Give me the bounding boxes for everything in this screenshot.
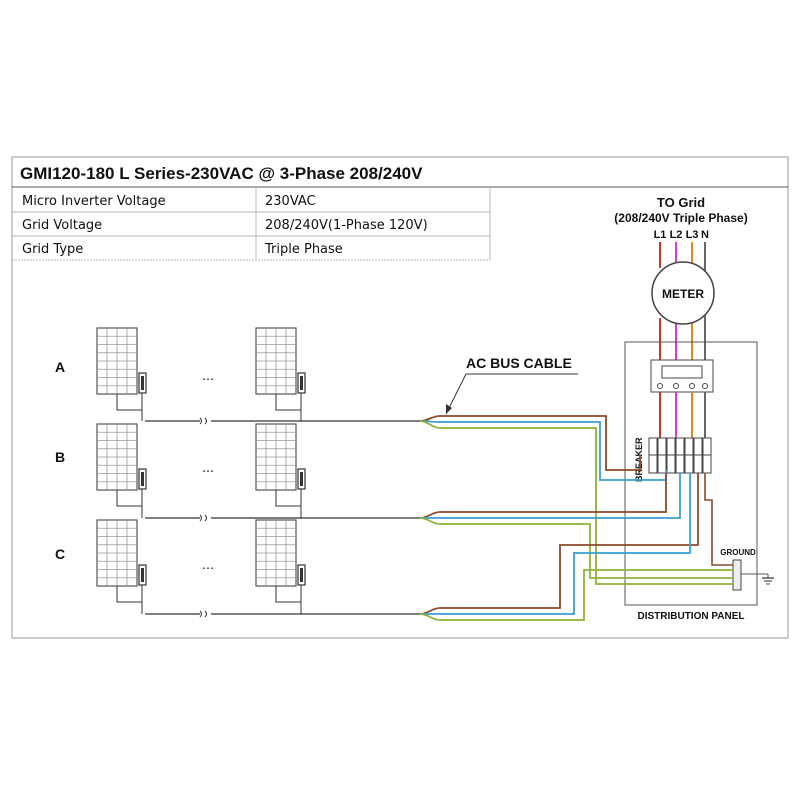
row-label-b: B bbox=[55, 449, 65, 465]
grid-subtitle: (208/240V Triple Phase) bbox=[614, 211, 747, 225]
ac-bus-arrowhead bbox=[446, 404, 452, 414]
ac-wire bbox=[419, 569, 733, 621]
ground-bar bbox=[732, 559, 742, 591]
meter-icon bbox=[651, 261, 715, 325]
row-label-a: A bbox=[55, 359, 65, 375]
grid-title: TO Grid bbox=[657, 195, 705, 210]
solar-panel-icon bbox=[96, 327, 138, 395]
solar-panel-icon bbox=[96, 519, 138, 587]
ac-bus-cable-label: AC BUS CABLE bbox=[466, 355, 572, 371]
solar-panel-icon bbox=[255, 327, 297, 395]
spec-label-grid-type: Grid Type bbox=[22, 242, 83, 257]
solar-panel-icon bbox=[255, 519, 297, 587]
diagram-frame bbox=[11, 156, 789, 639]
cable-break-icon bbox=[199, 514, 207, 522]
distribution-panel-label: DISTRIBUTION PANEL bbox=[637, 611, 744, 622]
spec-table: Micro Inverter Voltage 230VAC Grid Volta… bbox=[12, 187, 491, 261]
solar-row bbox=[96, 423, 420, 522]
ac-wire bbox=[419, 517, 733, 579]
solar-rows bbox=[96, 327, 420, 618]
row-c-ellipsis: … bbox=[202, 558, 214, 572]
grid-line-l2-label: L2 bbox=[670, 229, 683, 241]
spec-value-inverter-voltage: 230VAC bbox=[265, 194, 316, 209]
grid-line-n-label: N bbox=[701, 229, 709, 241]
solar-panel-icon bbox=[255, 423, 297, 491]
solar-row bbox=[96, 327, 420, 425]
diagram-title: GMI120-180 L Series-230VAC @ 3-Phase 208… bbox=[20, 164, 423, 183]
solar-row bbox=[96, 519, 420, 618]
distribution-panel bbox=[624, 341, 758, 606]
meter-label: METER bbox=[662, 287, 704, 301]
grid-line-l3-label: L3 bbox=[686, 229, 699, 241]
ac-wire bbox=[419, 420, 733, 585]
neutral-wire bbox=[704, 473, 733, 566]
cable-break-icon bbox=[199, 610, 207, 618]
breaker-label: BREAKER bbox=[634, 437, 644, 482]
ground-icon bbox=[741, 573, 774, 585]
row-a-ellipsis: … bbox=[202, 369, 214, 383]
ground-label: GROUND bbox=[720, 548, 756, 557]
spec-label-grid-voltage: Grid Voltage bbox=[22, 218, 102, 233]
spec-label-inverter-voltage: Micro Inverter Voltage bbox=[22, 194, 166, 209]
breaker-icon bbox=[648, 437, 712, 474]
spec-value-grid-type: Triple Phase bbox=[264, 242, 343, 257]
row-b-ellipsis: … bbox=[202, 461, 214, 475]
row-label-c: C bbox=[55, 546, 65, 562]
ac-wiring bbox=[419, 415, 733, 621]
grid-line-l1-label: L1 bbox=[654, 229, 667, 241]
main-switch-icon bbox=[650, 359, 714, 393]
spec-value-grid-voltage: 208/240V(1-Phase 120V) bbox=[265, 218, 428, 233]
cable-break-icon bbox=[199, 417, 207, 425]
solar-panel-icon bbox=[96, 423, 138, 491]
